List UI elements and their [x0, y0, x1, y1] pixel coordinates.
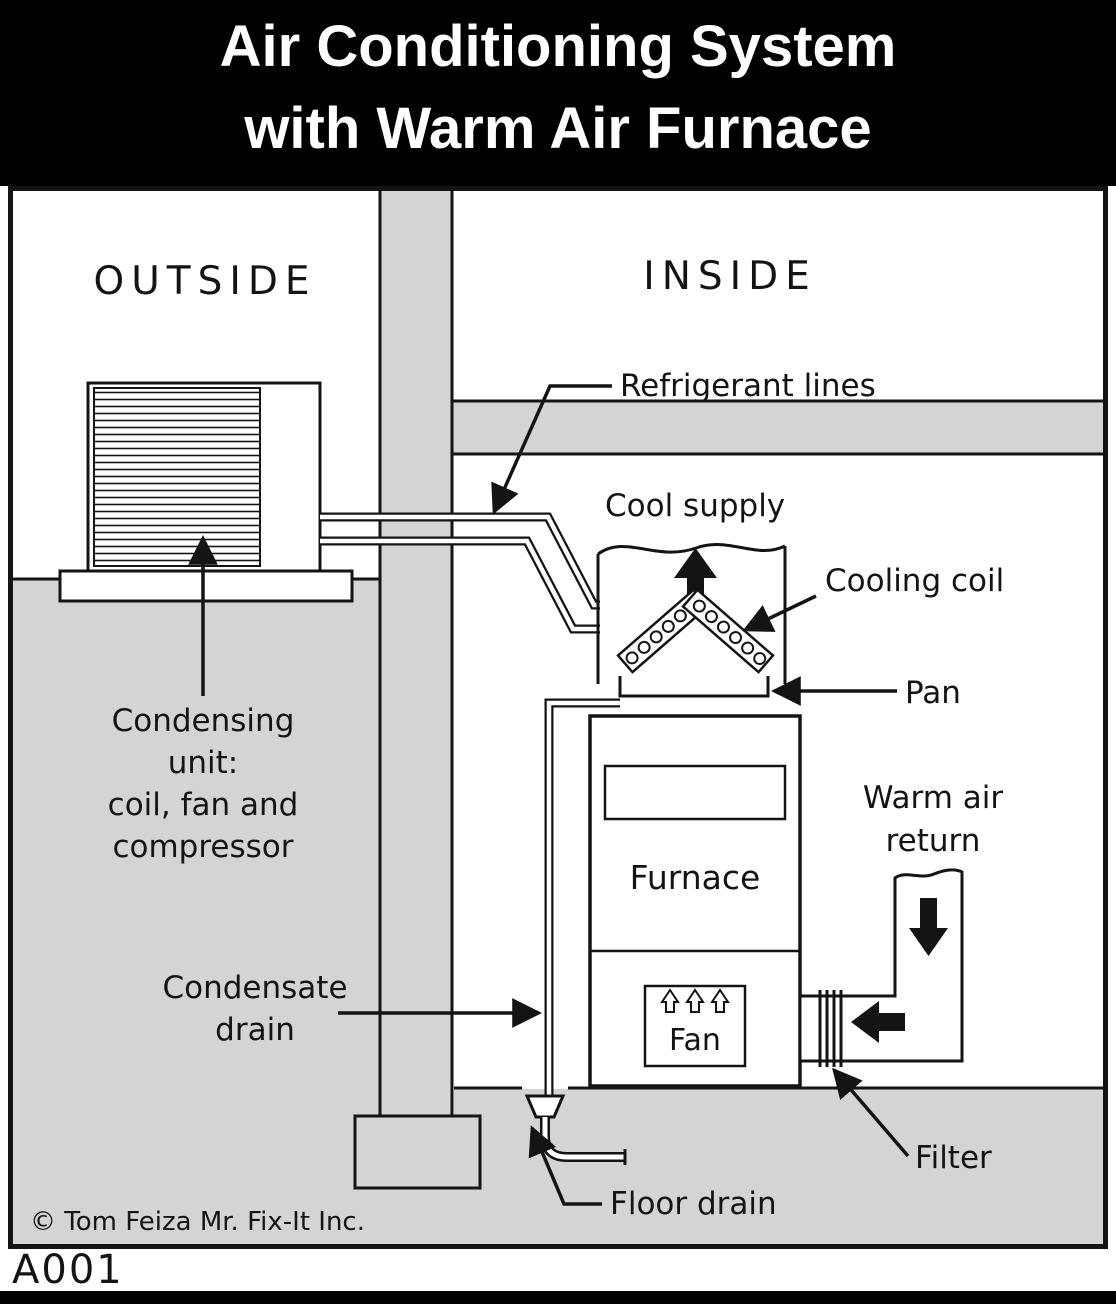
label-condensing-unit-2: unit:	[168, 745, 239, 781]
floor-drain-funnel	[524, 1094, 566, 1119]
outside-ground-fill	[11, 579, 380, 1246]
label-warm-air-return-1: Warm air	[863, 780, 1004, 816]
floor-joist-band	[450, 399, 1107, 456]
cooling-coil	[616, 588, 775, 674]
copyright-text: © Tom Feiza Mr. Fix-It Inc.	[30, 1207, 365, 1237]
filter-slats	[818, 990, 843, 1067]
condenser-coil-fins	[93, 387, 261, 567]
label-condensing-unit-4: compressor	[112, 829, 293, 865]
coil-tube	[716, 620, 730, 634]
coil-tube	[625, 651, 639, 665]
refrigerant-lines-arrow	[491, 384, 612, 515]
coil-tube	[729, 631, 743, 645]
return-duct	[798, 868, 964, 1067]
fan-up-arrow-icon	[685, 988, 705, 1013]
footing	[353, 1114, 482, 1190]
title-banner: Air Conditioning System with Warm Air Fu…	[0, 0, 1116, 186]
label-condensate-drain-2: drain	[215, 1012, 295, 1048]
return-airflow-left-arrow	[851, 1001, 905, 1043]
coil-tube	[673, 609, 687, 623]
coil-tube	[741, 641, 755, 655]
coil-tube	[753, 652, 767, 666]
label-refrigerant-lines: Refrigerant lines	[620, 368, 876, 404]
page-title-line-1: Air Conditioning System	[219, 14, 897, 79]
furnace-louver-panel	[603, 764, 787, 821]
label-warm-air-return-2: return	[886, 823, 981, 859]
label-floor-drain: Floor drain	[610, 1186, 777, 1222]
coil-right-bar	[681, 588, 775, 674]
label-condensate-drain-1: Condensate	[162, 970, 347, 1006]
filter-arrow	[832, 1067, 910, 1158]
coil-tube	[704, 610, 718, 624]
plate-code: A001	[12, 1247, 124, 1293]
page-title-line-2: with Warm Air Furnace	[244, 96, 872, 161]
fan-up-arrow-icon	[660, 988, 680, 1013]
basement-floor	[454, 1086, 1104, 1246]
fan-up-arrow-icon	[710, 988, 730, 1013]
refrigerant-pipe-lower-core	[320, 538, 600, 632]
fan-compartment	[643, 984, 747, 1068]
supply-airflow-up-arrow	[674, 548, 717, 604]
refrigerant-pipes	[320, 512, 600, 634]
furnace: Fan Furnace	[588, 714, 802, 1088]
fan-airflow-arrows	[660, 988, 730, 1013]
coil-tube	[692, 599, 706, 613]
condensate-drain-pipe	[544, 698, 620, 1100]
condensate-pipe-core	[546, 700, 620, 1100]
label-condensing-unit-3: coil, fan and	[108, 787, 299, 823]
outside-ground	[11, 577, 380, 1246]
diagram-labels: OUTSIDE INSIDE Refrigerant lines Cool su…	[30, 254, 1004, 1237]
condensate-pan	[618, 676, 770, 698]
plate-footer: A001	[0, 1247, 1116, 1293]
foundation-wall	[353, 187, 482, 1246]
label-inside: INSIDE	[643, 254, 817, 299]
basement-floor-fill	[454, 1089, 1104, 1246]
label-cooling-coil: Cooling coil	[825, 563, 1004, 599]
cooling-coil-arrow	[742, 594, 817, 632]
condenser-pad	[58, 569, 354, 603]
return-airflow-down-arrow	[909, 898, 948, 956]
condensing-unit	[58, 381, 354, 603]
label-pan: Pan	[905, 675, 961, 711]
label-condensing-unit-1: Condensing	[112, 703, 295, 739]
label-outside: OUTSIDE	[94, 259, 317, 304]
hvac-system-diagram: Fan Furnace OUTSIDE INSIDE Refrigerant l…	[8, 186, 1108, 1249]
floor-drain-arrow	[528, 1125, 602, 1206]
leader-arrows	[188, 384, 910, 1206]
diagram-border	[8, 186, 1108, 1249]
plenum-torn-top	[597, 543, 786, 556]
supply-plenum	[596, 543, 787, 684]
label-fan: Fan	[669, 1023, 721, 1058]
label-filter: Filter	[915, 1140, 992, 1176]
coil-tube	[649, 630, 663, 644]
wall-column	[378, 187, 454, 1123]
label-cool-supply: Cool supply	[605, 488, 785, 524]
label-furnace: Furnace	[630, 858, 761, 897]
bottom-bar	[0, 1291, 1116, 1304]
coil-tube	[637, 640, 651, 654]
coil-tube	[661, 619, 675, 633]
